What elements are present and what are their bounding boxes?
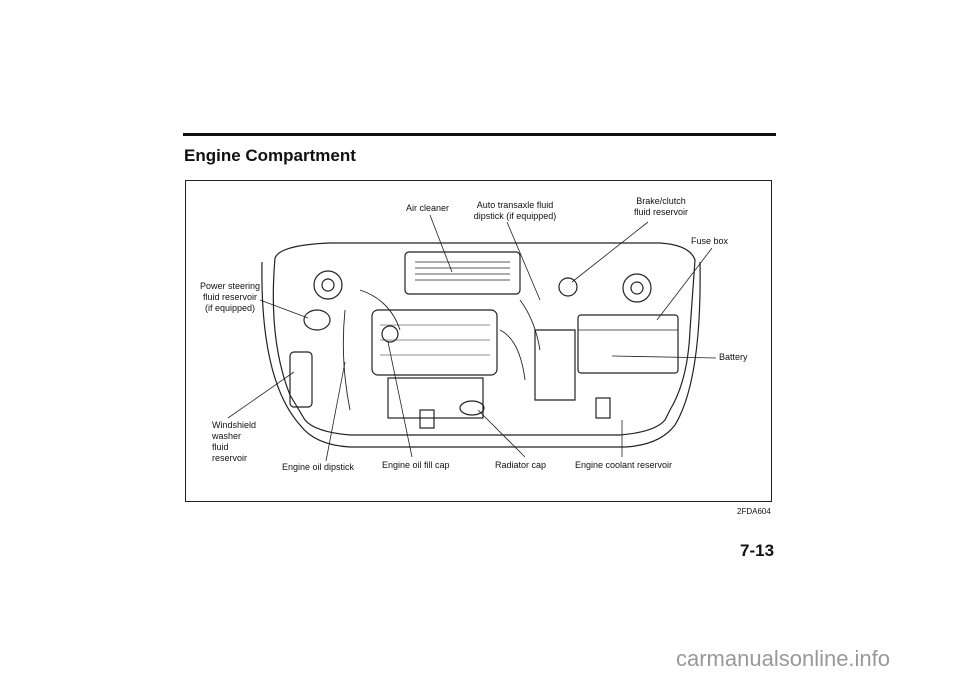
label-coolant-reservoir: Engine coolant reservoir	[575, 460, 673, 470]
label-line: fluid reservoir	[633, 207, 689, 217]
label-battery: Battery	[719, 352, 748, 362]
figure-frame	[185, 180, 772, 502]
label-line: washer	[212, 431, 242, 441]
label-line: Auto transaxle fluid	[476, 200, 554, 210]
label-line: (if equipped)	[204, 303, 256, 313]
top-rule	[183, 133, 776, 136]
label-auto-transaxle: Auto transaxle fluid dipstick (if equipp…	[470, 200, 560, 222]
watermark: carmanualsonline.info	[676, 646, 891, 671]
figure-id: 2FDA604	[737, 507, 771, 516]
label-line: fluid	[212, 442, 229, 452]
label-radiator-cap: Radiator cap	[495, 460, 547, 470]
label-oil-dipstick: Engine oil dipstick	[282, 462, 355, 472]
label-oil-fill-cap: Engine oil fill cap	[382, 460, 450, 470]
label-power-steering: Power steering fluid reservoir (if equip…	[194, 281, 266, 314]
label-fuse-box: Fuse box	[691, 236, 729, 246]
page-number: 7-13	[740, 541, 775, 560]
page-title: Engine Compartment	[184, 146, 356, 165]
label-line: Windshield	[212, 420, 257, 430]
label-line: fluid reservoir	[202, 292, 258, 302]
label-washer-reservoir: Windshield washer fluid reservoir	[212, 420, 256, 464]
label-line: Power steering	[199, 281, 261, 291]
label-brake-reservoir: Brake/clutch fluid reservoir	[626, 196, 696, 218]
label-line: Brake/clutch	[636, 196, 686, 206]
label-air-cleaner: Air cleaner	[406, 203, 450, 213]
label-line: reservoir	[212, 453, 248, 463]
label-line: dipstick (if equipped)	[473, 211, 557, 221]
